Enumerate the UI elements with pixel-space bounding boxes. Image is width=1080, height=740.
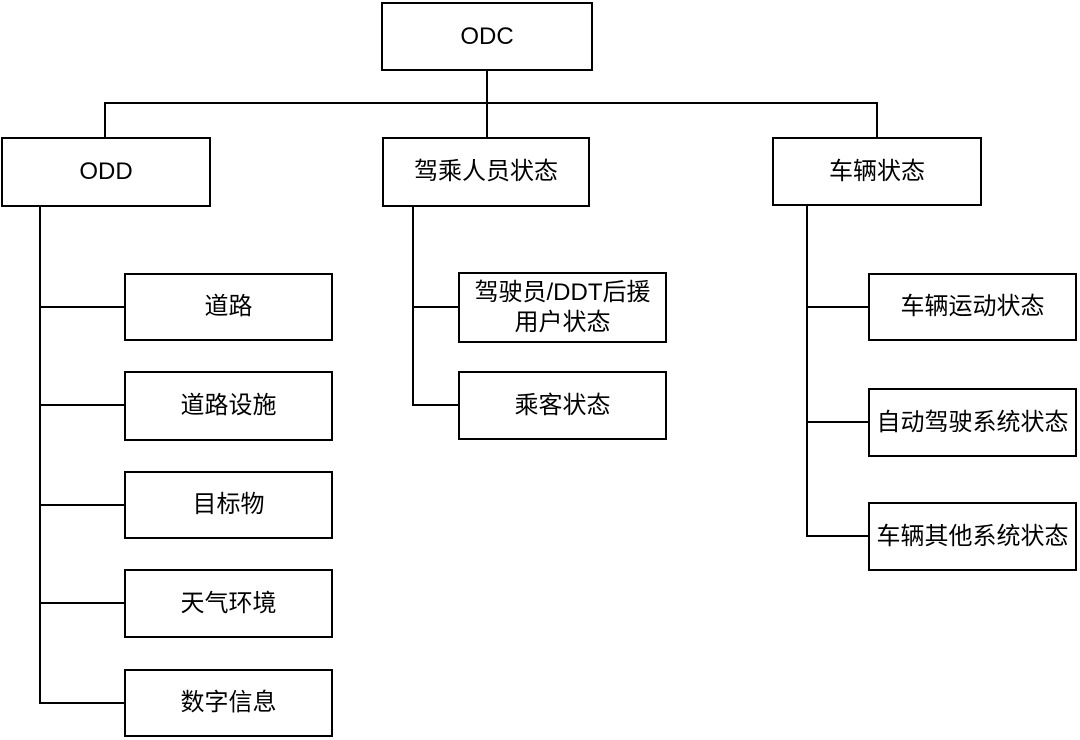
node-target-objects-label: 目标物 xyxy=(192,491,265,518)
node-vehicle-status-label: 车辆状态 xyxy=(829,157,925,185)
node-vehicle-status: 车辆状态 xyxy=(772,137,982,206)
node-digital-information: 数字信息 xyxy=(124,669,333,737)
node-road-facilities: 道路设施 xyxy=(124,371,333,441)
node-digital-information-label: 数字信息 xyxy=(180,689,277,716)
connector-vehicle-branch-other xyxy=(806,535,868,537)
connector-odd-branch-road-facilities xyxy=(39,404,124,406)
node-passenger-status: 乘客状态 xyxy=(458,371,667,440)
node-road: 道路 xyxy=(124,273,333,341)
node-driver-ddt-fallback-user-status: 驾驶员/DDT后援用户状态 xyxy=(458,272,667,343)
node-driver-ddt-fallback-user-status-label: 驾驶员/DDT后援用户状态 xyxy=(474,278,651,336)
node-ads-status-label: 自动驾驶系统状态 xyxy=(876,408,1069,436)
node-odd-label: ODD xyxy=(79,158,133,185)
connector-odd-branch-road xyxy=(39,306,124,308)
node-vehicle-motion-status: 车辆运动状态 xyxy=(868,273,1077,341)
connector-vehicle-branch-ads xyxy=(806,421,868,423)
connector-drop-occupant xyxy=(486,102,488,137)
connector-root-drop xyxy=(486,71,488,104)
node-vehicle-other-systems-status: 车辆其他系统状态 xyxy=(868,502,1077,571)
connector-odd-branch-target-objects xyxy=(39,504,124,506)
node-ads-status: 自动驾驶系统状态 xyxy=(868,388,1077,457)
connector-drop-odd xyxy=(104,102,106,137)
connector-drop-vehicle xyxy=(876,102,878,137)
connector-odd-trunk xyxy=(39,207,41,704)
connector-odd-branch-digital-info xyxy=(39,702,124,704)
node-vehicle-motion-status-label: 车辆运动状态 xyxy=(900,293,1045,320)
node-odd: ODD xyxy=(1,137,211,207)
connector-vehicle-trunk xyxy=(806,206,808,537)
node-odc-label: ODC xyxy=(460,22,514,50)
connector-occupant-branch-passenger xyxy=(412,404,458,406)
node-vehicle-other-systems-status-label: 车辆其他系统状态 xyxy=(876,522,1069,550)
node-target-objects: 目标物 xyxy=(124,471,333,539)
connector-level1-hline xyxy=(104,102,878,104)
node-weather-environment-label: 天气环境 xyxy=(180,589,277,617)
connector-occupant-branch-driver-ddt xyxy=(412,306,458,308)
connector-vehicle-branch-motion xyxy=(806,306,868,308)
node-weather-environment: 天气环境 xyxy=(124,569,333,638)
node-road-facilities-label: 道路设施 xyxy=(180,392,277,419)
node-occupant-status: 驾乘人员状态 xyxy=(382,137,590,207)
connector-odd-branch-weather xyxy=(39,602,124,604)
node-occupant-status-label: 驾乘人员状态 xyxy=(414,158,558,185)
node-passenger-status-label: 乘客状态 xyxy=(514,391,611,419)
node-odc: ODC xyxy=(381,2,593,71)
node-road-label: 道路 xyxy=(204,293,253,320)
